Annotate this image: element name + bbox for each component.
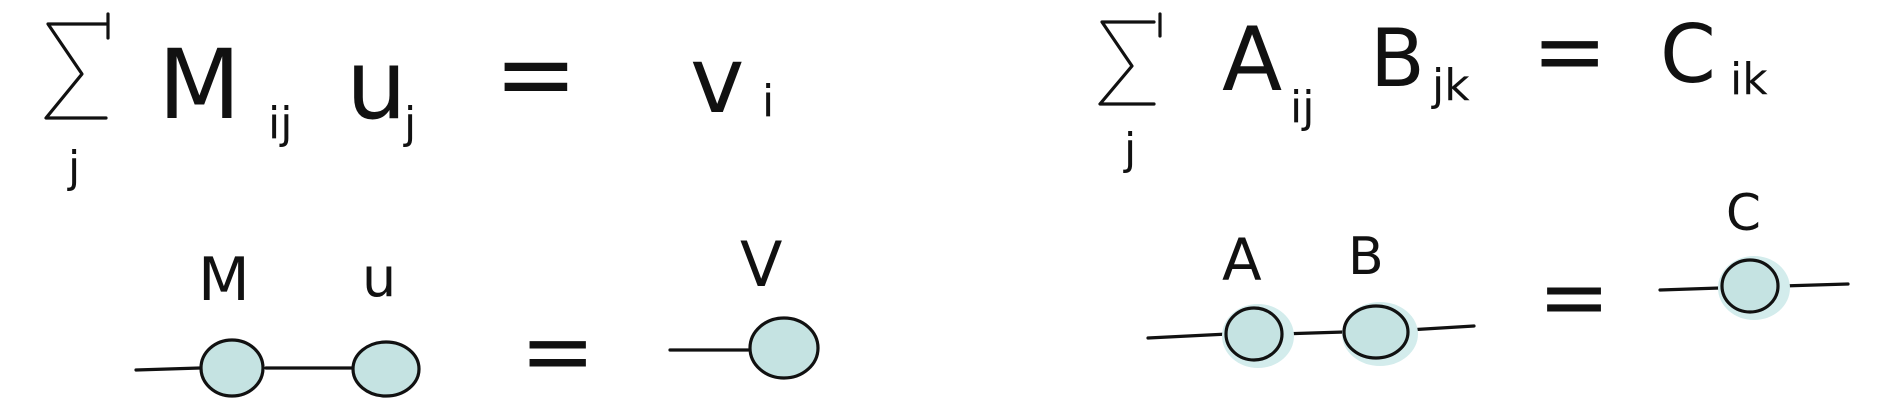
right-diagram-label-c: C bbox=[1726, 184, 1761, 242]
right-equals-sign: = bbox=[1532, 0, 1607, 104]
left-diagram-equals: = bbox=[520, 299, 595, 404]
left-vector-subscript: j bbox=[403, 98, 416, 149]
left-node-v bbox=[748, 316, 820, 380]
right-c-subscript: ik bbox=[1730, 54, 1768, 105]
right-node-b bbox=[1342, 304, 1410, 360]
right-node-c bbox=[1720, 258, 1780, 314]
left-matrix-subscript: ij bbox=[268, 98, 292, 149]
left-matrix-symbol: M bbox=[158, 29, 241, 141]
left-result-subscript: i bbox=[762, 76, 774, 127]
right-b-symbol: B bbox=[1370, 12, 1425, 105]
right-sum-symbol bbox=[1098, 12, 1162, 106]
right-a-symbol: A bbox=[1222, 8, 1282, 111]
left-diagram-label-m: M bbox=[198, 245, 250, 315]
left-diagram-label-u: u bbox=[362, 246, 396, 309]
right-diagram: A B = C bbox=[1146, 184, 1850, 368]
right-sum-index: j bbox=[1123, 124, 1136, 175]
left-node-u bbox=[351, 340, 421, 398]
left-diagram-label-v: V bbox=[740, 228, 782, 301]
right-a-open-leg bbox=[1146, 332, 1230, 340]
right-diagram-equals: = bbox=[1538, 247, 1610, 347]
right-equation: j A ij B jk = C ik bbox=[1098, 0, 1768, 175]
left-m-open-leg bbox=[134, 366, 202, 372]
left-result-symbol: v bbox=[690, 27, 744, 134]
right-c-left-leg bbox=[1658, 286, 1722, 292]
left-equation: j M ij u j = v i bbox=[44, 12, 774, 193]
left-sum-symbol bbox=[44, 12, 110, 120]
right-b-subscript: jk bbox=[1431, 60, 1470, 111]
right-b-open-leg bbox=[1406, 324, 1476, 332]
left-node-m bbox=[199, 338, 265, 398]
left-diagram: M u = V bbox=[134, 228, 820, 404]
right-diagram-label-b: B bbox=[1348, 227, 1384, 287]
left-sum-index: j bbox=[67, 142, 80, 193]
right-node-a bbox=[1224, 306, 1284, 362]
right-c-symbol: C bbox=[1660, 8, 1716, 101]
right-diagram-label-a: A bbox=[1222, 226, 1262, 294]
left-vector-symbol: u bbox=[346, 29, 407, 141]
right-c-right-leg bbox=[1780, 282, 1850, 288]
right-a-subscript: ij bbox=[1290, 82, 1314, 133]
left-equals-sign: = bbox=[494, 15, 578, 132]
